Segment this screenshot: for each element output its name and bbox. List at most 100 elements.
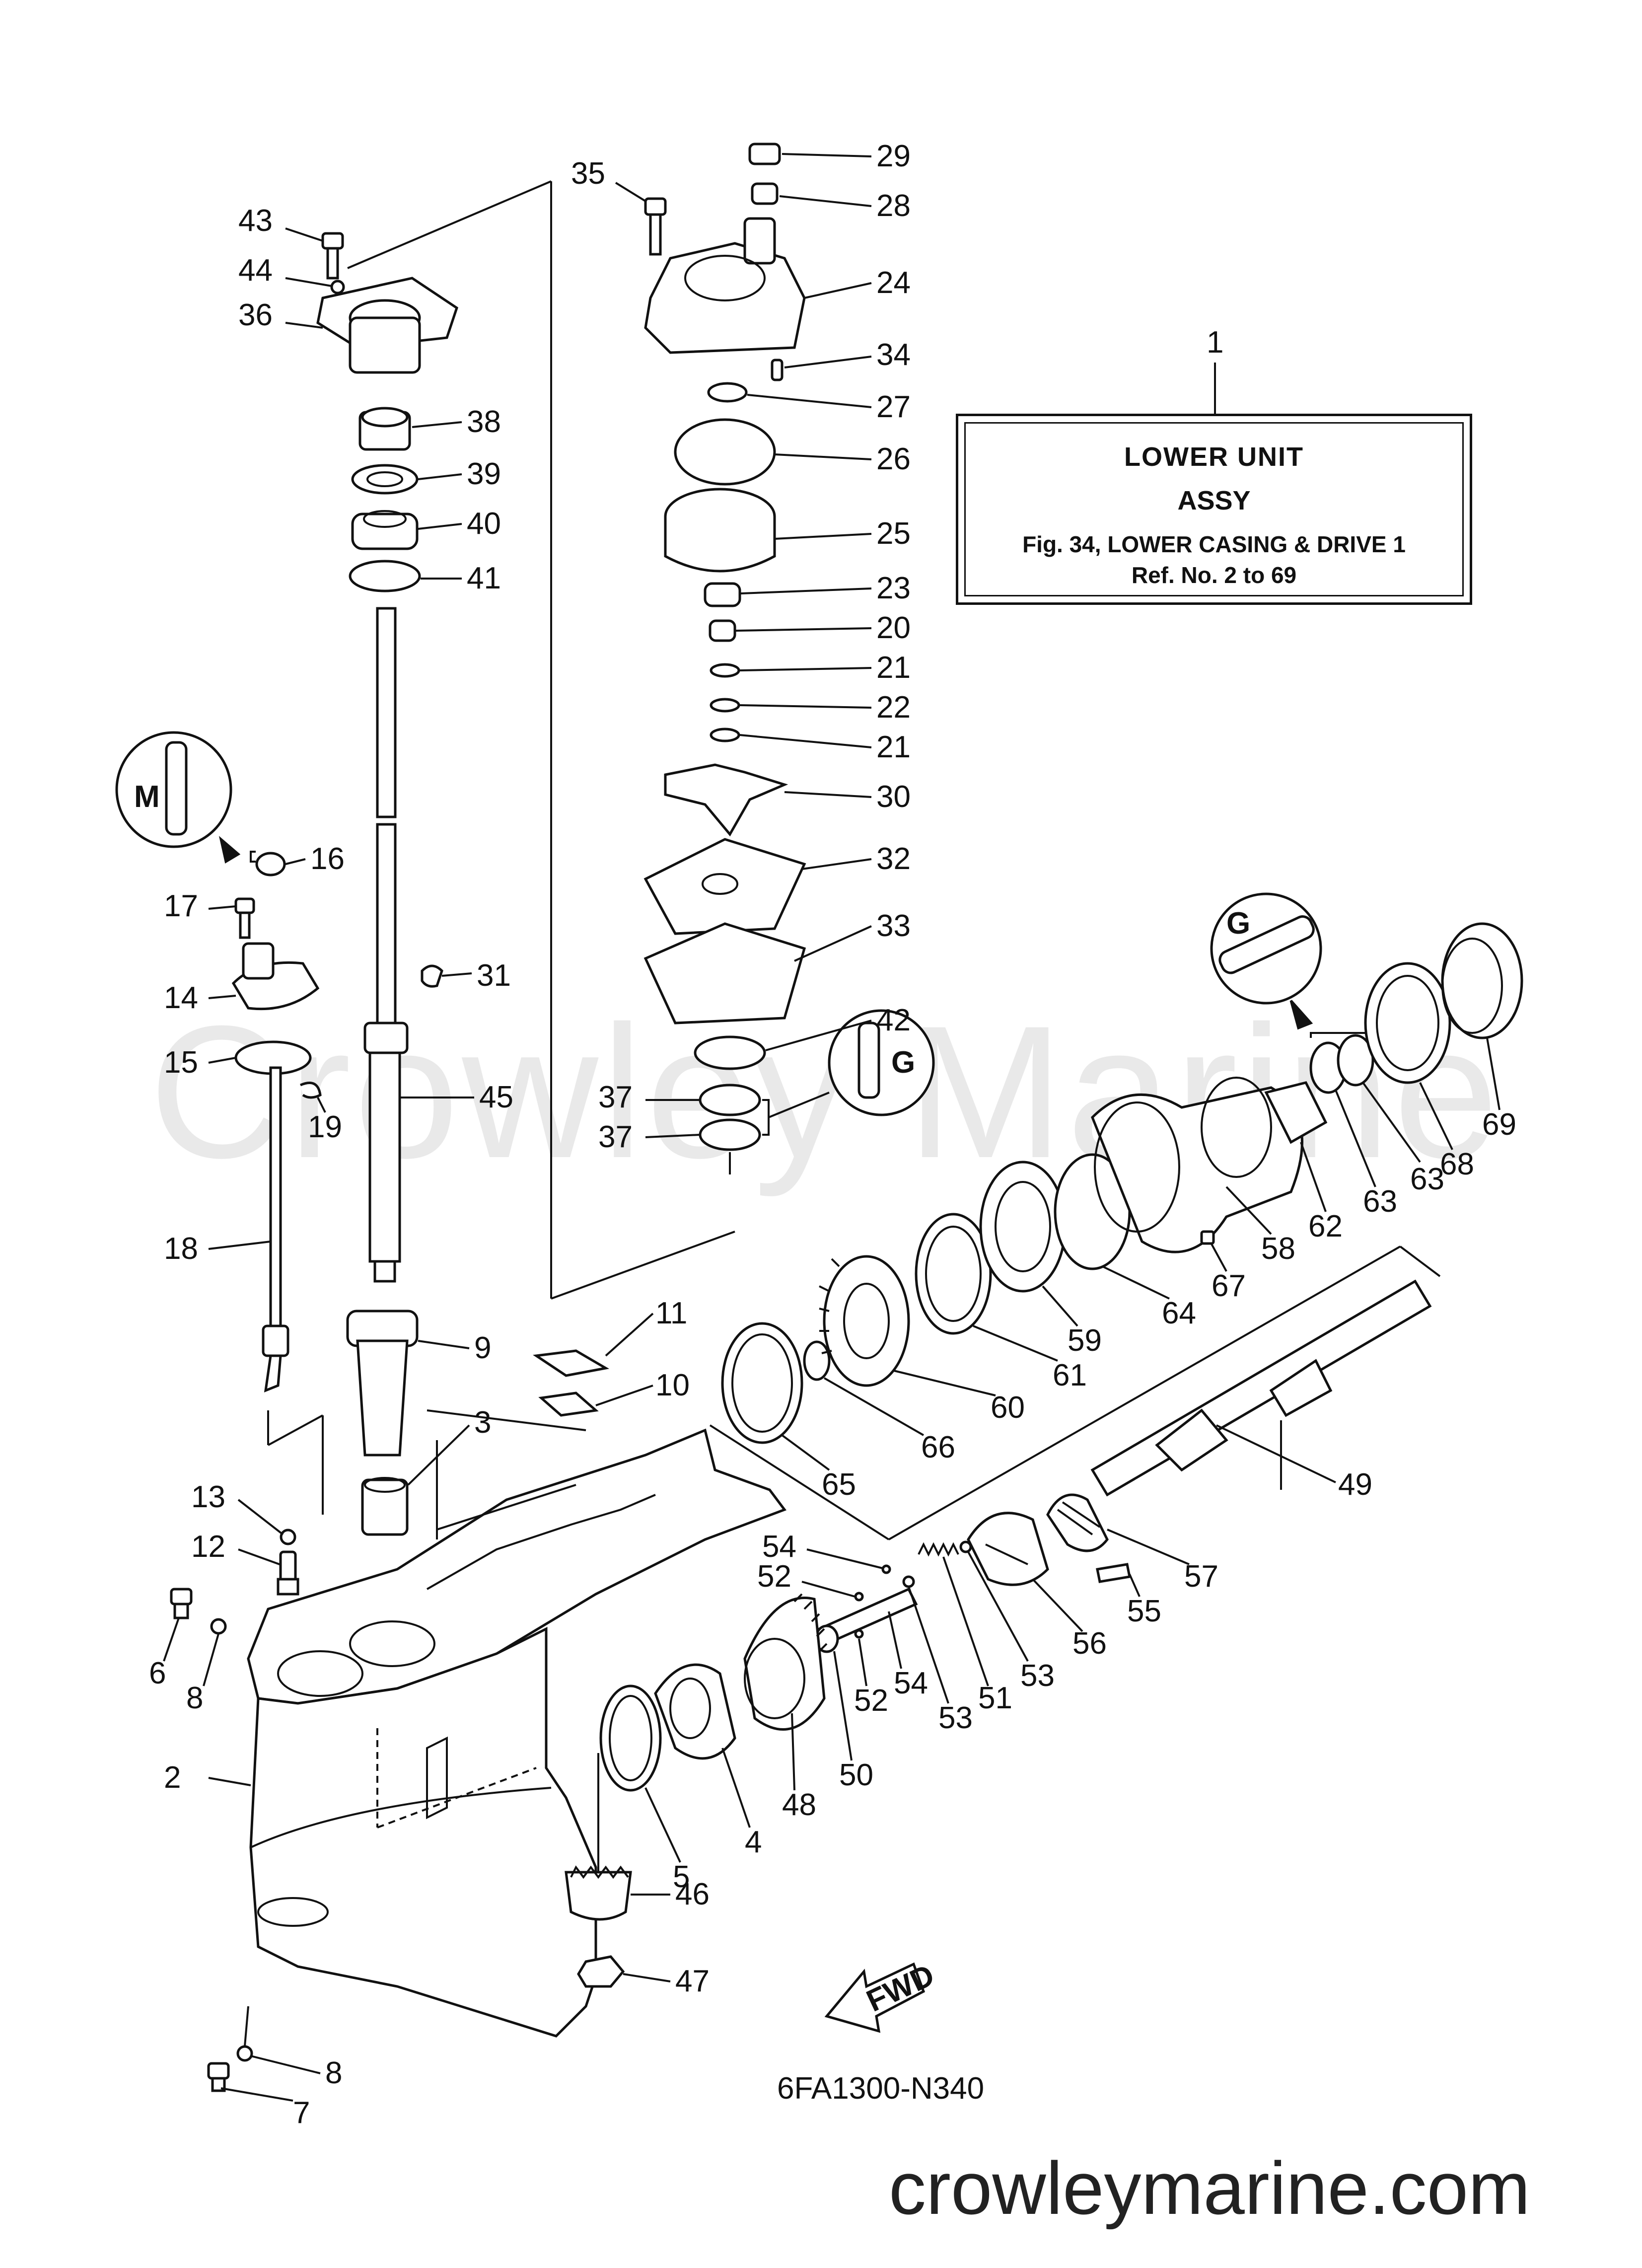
propeller-shaft-49 <box>1090 1279 1432 1497</box>
callout-2: 2 <box>164 1760 181 1795</box>
callout-60: 60 <box>991 1390 1025 1425</box>
assembly-info-box: LOWER UNIT ASSY Fig. 34, LOWER CASING & … <box>956 414 1472 605</box>
ring-nut-69 <box>1441 922 1523 1039</box>
callout-45: 45 <box>479 1080 513 1114</box>
nut-47 <box>577 1955 625 1988</box>
callout-59: 59 <box>1068 1323 1102 1358</box>
key-31 <box>421 964 443 988</box>
callout-52b: 52 <box>854 1683 888 1718</box>
callout-36: 36 <box>238 298 273 332</box>
impeller-30 <box>664 763 788 837</box>
washer-8a <box>210 1618 227 1635</box>
o-ring-41 <box>349 560 421 592</box>
bearing-37b <box>699 1118 761 1151</box>
callout-14: 14 <box>164 981 198 1015</box>
washer-39 <box>351 464 419 495</box>
collar-16 <box>255 852 286 877</box>
callout-5: 5 <box>673 1860 690 1894</box>
ball-53a <box>959 1540 972 1553</box>
fwd-label: FWD <box>861 1958 939 2019</box>
callout-10: 10 <box>655 1368 690 1402</box>
shim-61 <box>915 1213 992 1335</box>
callout-63a: 63 <box>1363 1184 1397 1219</box>
callout-6: 6 <box>149 1656 166 1690</box>
callout-15: 15 <box>164 1045 198 1080</box>
callout-16: 16 <box>310 842 345 876</box>
seal-40 <box>351 510 419 550</box>
plate-32 <box>643 838 806 935</box>
column-guide-lines <box>347 180 735 1300</box>
callout-58: 58 <box>1261 1232 1295 1266</box>
callout-55: 55 <box>1127 1594 1161 1628</box>
callout-65: 65 <box>822 1467 856 1502</box>
callout-22: 22 <box>876 690 911 725</box>
callout-9: 9 <box>474 1331 491 1365</box>
screw-6 <box>170 1588 193 1619</box>
callout-54a: 54 <box>762 1530 796 1564</box>
gasket-33 <box>643 922 806 1024</box>
key-67 <box>1200 1230 1215 1245</box>
bolt-43 <box>321 232 344 280</box>
shift-plunger-50 <box>814 1587 918 1653</box>
callout-39: 39 <box>467 457 501 491</box>
drawing-number: 6FA1300-N340 <box>777 2071 985 2106</box>
clip-19 <box>300 1082 322 1099</box>
bolt-35 <box>644 197 667 256</box>
callout-29: 29 <box>876 139 911 173</box>
bolt-17 <box>234 897 255 939</box>
seal-42 <box>694 1035 766 1070</box>
fitting-12 <box>277 1550 299 1596</box>
strip-10 <box>538 1391 599 1417</box>
plug-13 <box>280 1529 296 1545</box>
callout-37b: 37 <box>598 1120 633 1154</box>
callout-33: 33 <box>876 909 911 943</box>
ref-number-range: Ref. No. 2 to 69 <box>1131 562 1297 588</box>
callout-38: 38 <box>467 405 501 439</box>
callout-56: 56 <box>1072 1626 1107 1661</box>
callout-21a: 21 <box>876 651 911 685</box>
callout-24: 24 <box>876 266 911 300</box>
callout-64: 64 <box>1162 1296 1196 1330</box>
callout-32: 32 <box>876 842 911 876</box>
pin-55 <box>1096 1563 1131 1583</box>
assembly-title: LOWER UNIT <box>1124 442 1304 472</box>
callout-18: 18 <box>164 1232 198 1266</box>
grommet-29 <box>748 143 781 165</box>
washer-68 <box>1364 962 1451 1084</box>
callout-4: 4 <box>745 1825 762 1859</box>
callout-67: 67 <box>1212 1269 1246 1303</box>
callout-21b: 21 <box>876 730 911 764</box>
assembly-info-inner: LOWER UNIT ASSY Fig. 34, LOWER CASING & … <box>964 422 1464 596</box>
callout-66: 66 <box>921 1430 955 1464</box>
callout-34: 34 <box>876 338 911 372</box>
callout-57: 57 <box>1184 1559 1218 1594</box>
callout-17: 17 <box>164 889 198 923</box>
callout-19: 19 <box>308 1110 342 1144</box>
seal-20 <box>709 619 736 642</box>
upper-housing-36 <box>316 277 458 374</box>
grease-symbol-37: G <box>891 1045 915 1080</box>
callout-25: 25 <box>876 516 911 551</box>
ball-53b <box>902 1575 915 1588</box>
pin-34 <box>771 359 784 381</box>
washer-22 <box>710 698 740 713</box>
washer-8b <box>236 2045 253 2062</box>
callout-40: 40 <box>467 507 501 541</box>
bearing-3 <box>361 1477 409 1536</box>
washer-44 <box>330 280 345 294</box>
grease-symbol-63: G <box>1226 906 1250 941</box>
callout-20: 20 <box>876 611 911 645</box>
shift-rod-bracket-14 <box>231 942 320 1011</box>
grease-magnifier-16: M <box>115 731 241 864</box>
callout-7: 7 <box>293 2096 310 2130</box>
callout-30: 30 <box>876 780 911 814</box>
pump-housing-24 <box>644 217 806 354</box>
washer-21b <box>710 728 740 742</box>
shim-5 <box>599 1684 662 1792</box>
strip-11 <box>533 1349 610 1377</box>
callout-37a: 37 <box>598 1080 633 1114</box>
collar-23 <box>704 582 741 607</box>
reverse-gear-48 <box>743 1593 828 1731</box>
callout-35: 35 <box>571 156 605 191</box>
